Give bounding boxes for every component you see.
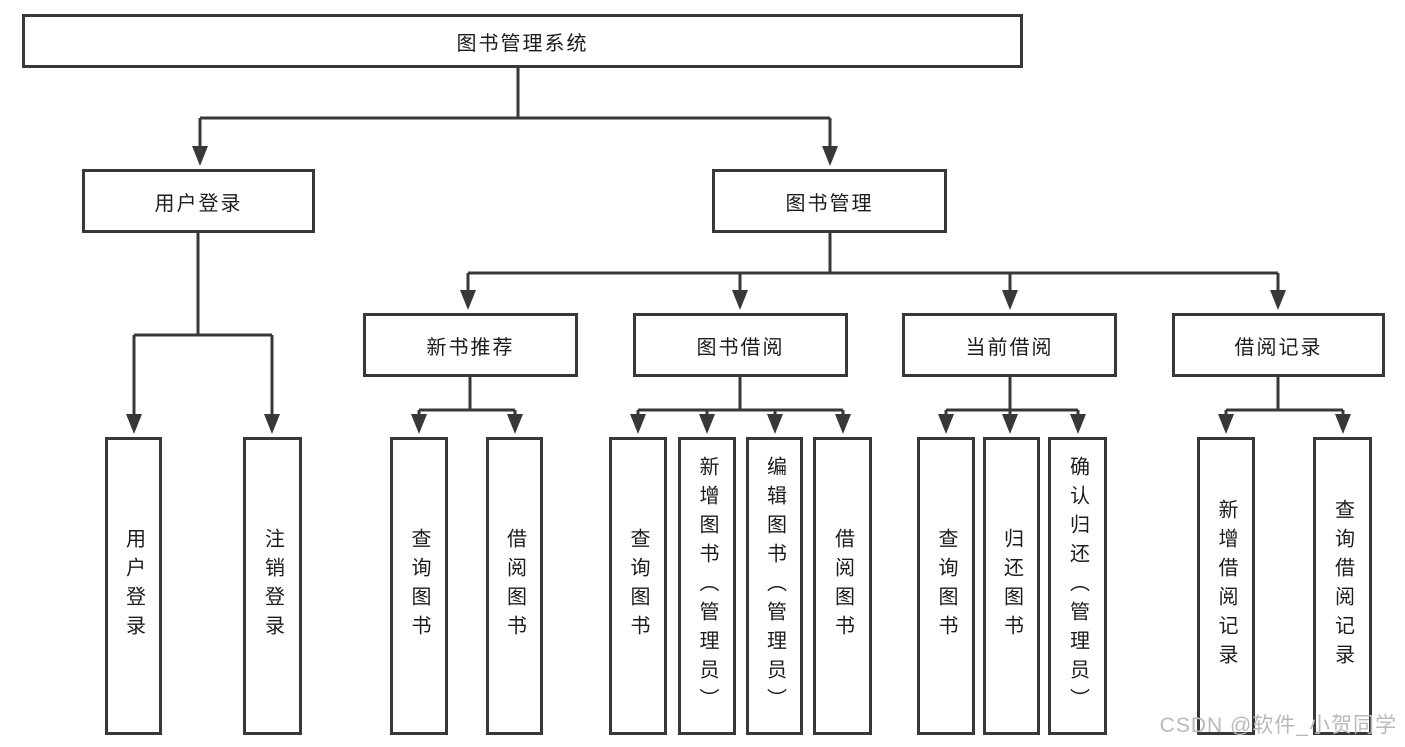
node-root-label: 图书管理系统: [456, 32, 589, 55]
leaf-current-return: 归还图书: [983, 437, 1040, 735]
node-current-borrow: 当前借阅: [902, 313, 1117, 377]
leaf-borrow-query-label: 查询图书: [627, 528, 649, 644]
leaf-record-query-label: 查询借阅记录: [1331, 499, 1354, 673]
leaf-borrow-book-label: 借阅图书: [831, 528, 854, 644]
leaf-borrow-edit: 编辑图书（管理员）: [746, 437, 803, 735]
leaf-borrow-query: 查询图书: [609, 437, 667, 735]
leaf-logout: 注销登录: [243, 437, 302, 735]
node-user-login-label: 用户登录: [154, 192, 243, 215]
leaf-current-return-label: 归还图书: [1000, 528, 1023, 644]
connector-new-book: [417, 377, 517, 418]
leaf-borrow-edit-label: 编辑图书（管理员）: [763, 455, 786, 717]
arrowheads: [126, 146, 1351, 434]
connector-book-borrow: [636, 377, 845, 418]
node-book-borrow: 图书借阅: [633, 313, 848, 377]
node-borrow-records-label: 借阅记录: [1234, 336, 1323, 359]
leaf-record-add-label: 新增借阅记录: [1215, 499, 1237, 673]
node-new-book-label: 新书推荐: [426, 336, 515, 359]
node-user-login: 用户登录: [82, 169, 315, 233]
leaf-borrow-book: 借阅图书: [813, 437, 872, 735]
leaf-record-add: 新增借阅记录: [1197, 437, 1255, 735]
leaf-record-query: 查询借阅记录: [1313, 437, 1372, 735]
node-book-mgmt-label: 图书管理: [785, 192, 874, 215]
leaf-logout-label: 注销登录: [261, 528, 284, 644]
node-book-mgmt: 图书管理: [712, 169, 947, 233]
leaf-user-login: 用户登录: [105, 437, 162, 735]
leaf-current-confirm: 确认归还（管理员）: [1048, 437, 1107, 735]
leaf-user-login-label: 用户登录: [122, 528, 145, 644]
leaf-current-query-label: 查询图书: [935, 528, 957, 644]
connector-borrow-records: [1224, 377, 1345, 418]
leaf-newbook-query: 查询图书: [390, 437, 448, 735]
node-new-book: 新书推荐: [363, 313, 578, 377]
node-current-borrow-label: 当前借阅: [965, 336, 1054, 359]
node-root: 图书管理系统: [22, 14, 1023, 68]
leaf-borrow-add: 新增图书（管理员）: [678, 437, 736, 735]
leaf-current-query: 查询图书: [917, 437, 975, 735]
leaf-newbook-borrow: 借阅图书: [486, 437, 543, 735]
leaf-current-confirm-label: 确认归还（管理员）: [1066, 455, 1089, 717]
leaf-newbook-query-label: 查询图书: [408, 528, 430, 644]
leaf-borrow-add-label: 新增图书（管理员）: [696, 455, 718, 717]
connector-current-borrow: [944, 377, 1080, 418]
csdn-watermark: CSDN @软件_小贺同学: [1159, 714, 1397, 737]
node-book-borrow-label: 图书借阅: [696, 336, 785, 359]
leaf-newbook-borrow-label: 借阅图书: [503, 528, 526, 644]
connector-book-mgmt: [466, 233, 1280, 294]
node-borrow-records: 借阅记录: [1172, 313, 1385, 377]
connector-user-login: [132, 233, 274, 418]
connector-root: [198, 68, 832, 150]
